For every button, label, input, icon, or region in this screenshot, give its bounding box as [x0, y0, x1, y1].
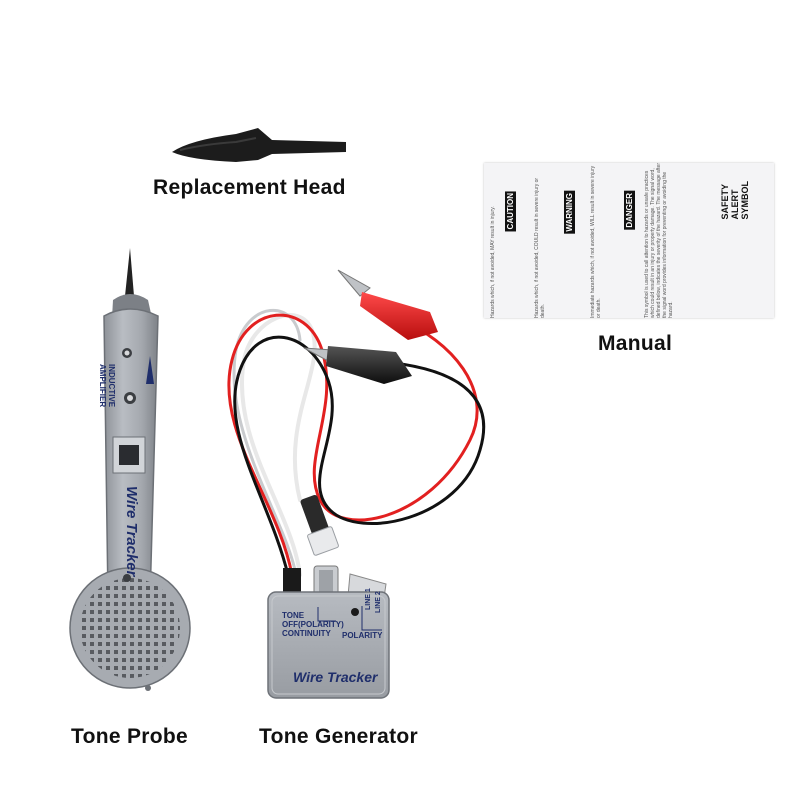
replacement-head — [172, 128, 346, 162]
caption-tone-generator: Tone Generator — [259, 725, 419, 748]
switch-label-tone: TONE — [282, 611, 305, 620]
switch-label-off: OFF(POLARITY) — [282, 620, 344, 629]
red-alligator-clip — [337, 269, 438, 340]
switch-label-continuity: CONTINUITY — [282, 629, 331, 638]
manual-warning-text: Hazards which, if not avoided, COULD res… — [534, 177, 546, 318]
probe-label-inductive: INDUCTIVE — [107, 364, 116, 408]
tone-generator — [267, 565, 390, 699]
switch-label-line1: LINE 1 — [365, 588, 372, 610]
caution-heading: CAUTION — [505, 191, 516, 232]
caption-replacement-head: Replacement Head — [153, 176, 346, 199]
tone-generator-leads — [227, 309, 486, 577]
switch-label-polarity: POLARITY — [342, 631, 383, 640]
safety-alert-symbol-label: SAFETY ALERT SYMBOL — [720, 181, 750, 220]
manual-caution-text: Hazards which, if not avoided, MAY resul… — [490, 206, 496, 318]
manual-intro-text: This symbol is used to call attention to… — [644, 163, 674, 318]
tone-probe — [69, 248, 191, 691]
black-alligator-clip — [303, 346, 412, 384]
generator-brand: Wire Tracker — [293, 669, 378, 685]
rj11-plug — [300, 494, 339, 556]
caption-tone-probe: Tone Probe — [71, 725, 188, 748]
switch-label-line2: LINE 2 — [375, 591, 382, 613]
warning-heading: WARNING — [564, 191, 575, 234]
probe-label-amplifier: AMPLIFIER — [98, 364, 107, 408]
manual-sheet: Hazards which, if not avoided, MAY resul… — [484, 163, 774, 318]
caption-manual: Manual — [598, 332, 673, 355]
manual-danger-text: Immediate hazards which, if not avoided,… — [590, 165, 602, 318]
danger-heading: DANGER — [624, 191, 635, 230]
probe-brand: Wire Tracker — [123, 486, 140, 577]
